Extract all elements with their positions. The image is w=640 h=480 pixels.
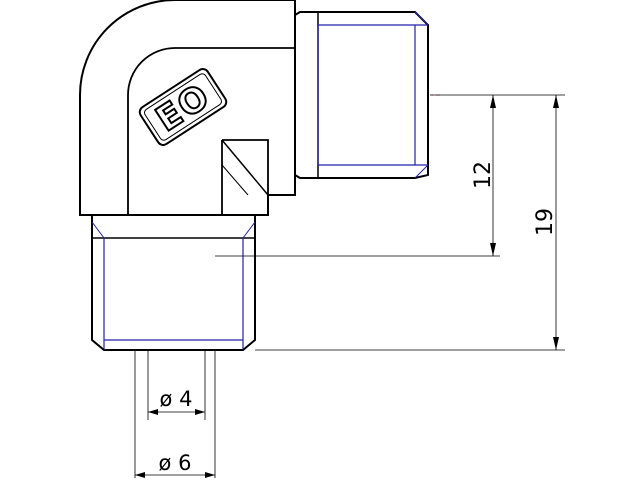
dia-4-label: ø 4 — [160, 387, 193, 411]
dim-19-label: 19 — [533, 208, 558, 236]
dia-6-label: ø 6 — [159, 451, 192, 475]
dimension-diameter-4: ø 4 — [148, 387, 205, 415]
dimension-diameter-6: ø 6 — [135, 451, 215, 478]
extension-lines — [134, 94, 565, 478]
right-threaded-branch — [294, 11, 429, 179]
dimension-12: 12 — [471, 95, 496, 256]
dim-12-label: 12 — [471, 161, 496, 189]
dimension-19: 19 — [533, 95, 559, 350]
bottom-threaded-branch — [91, 214, 256, 351]
